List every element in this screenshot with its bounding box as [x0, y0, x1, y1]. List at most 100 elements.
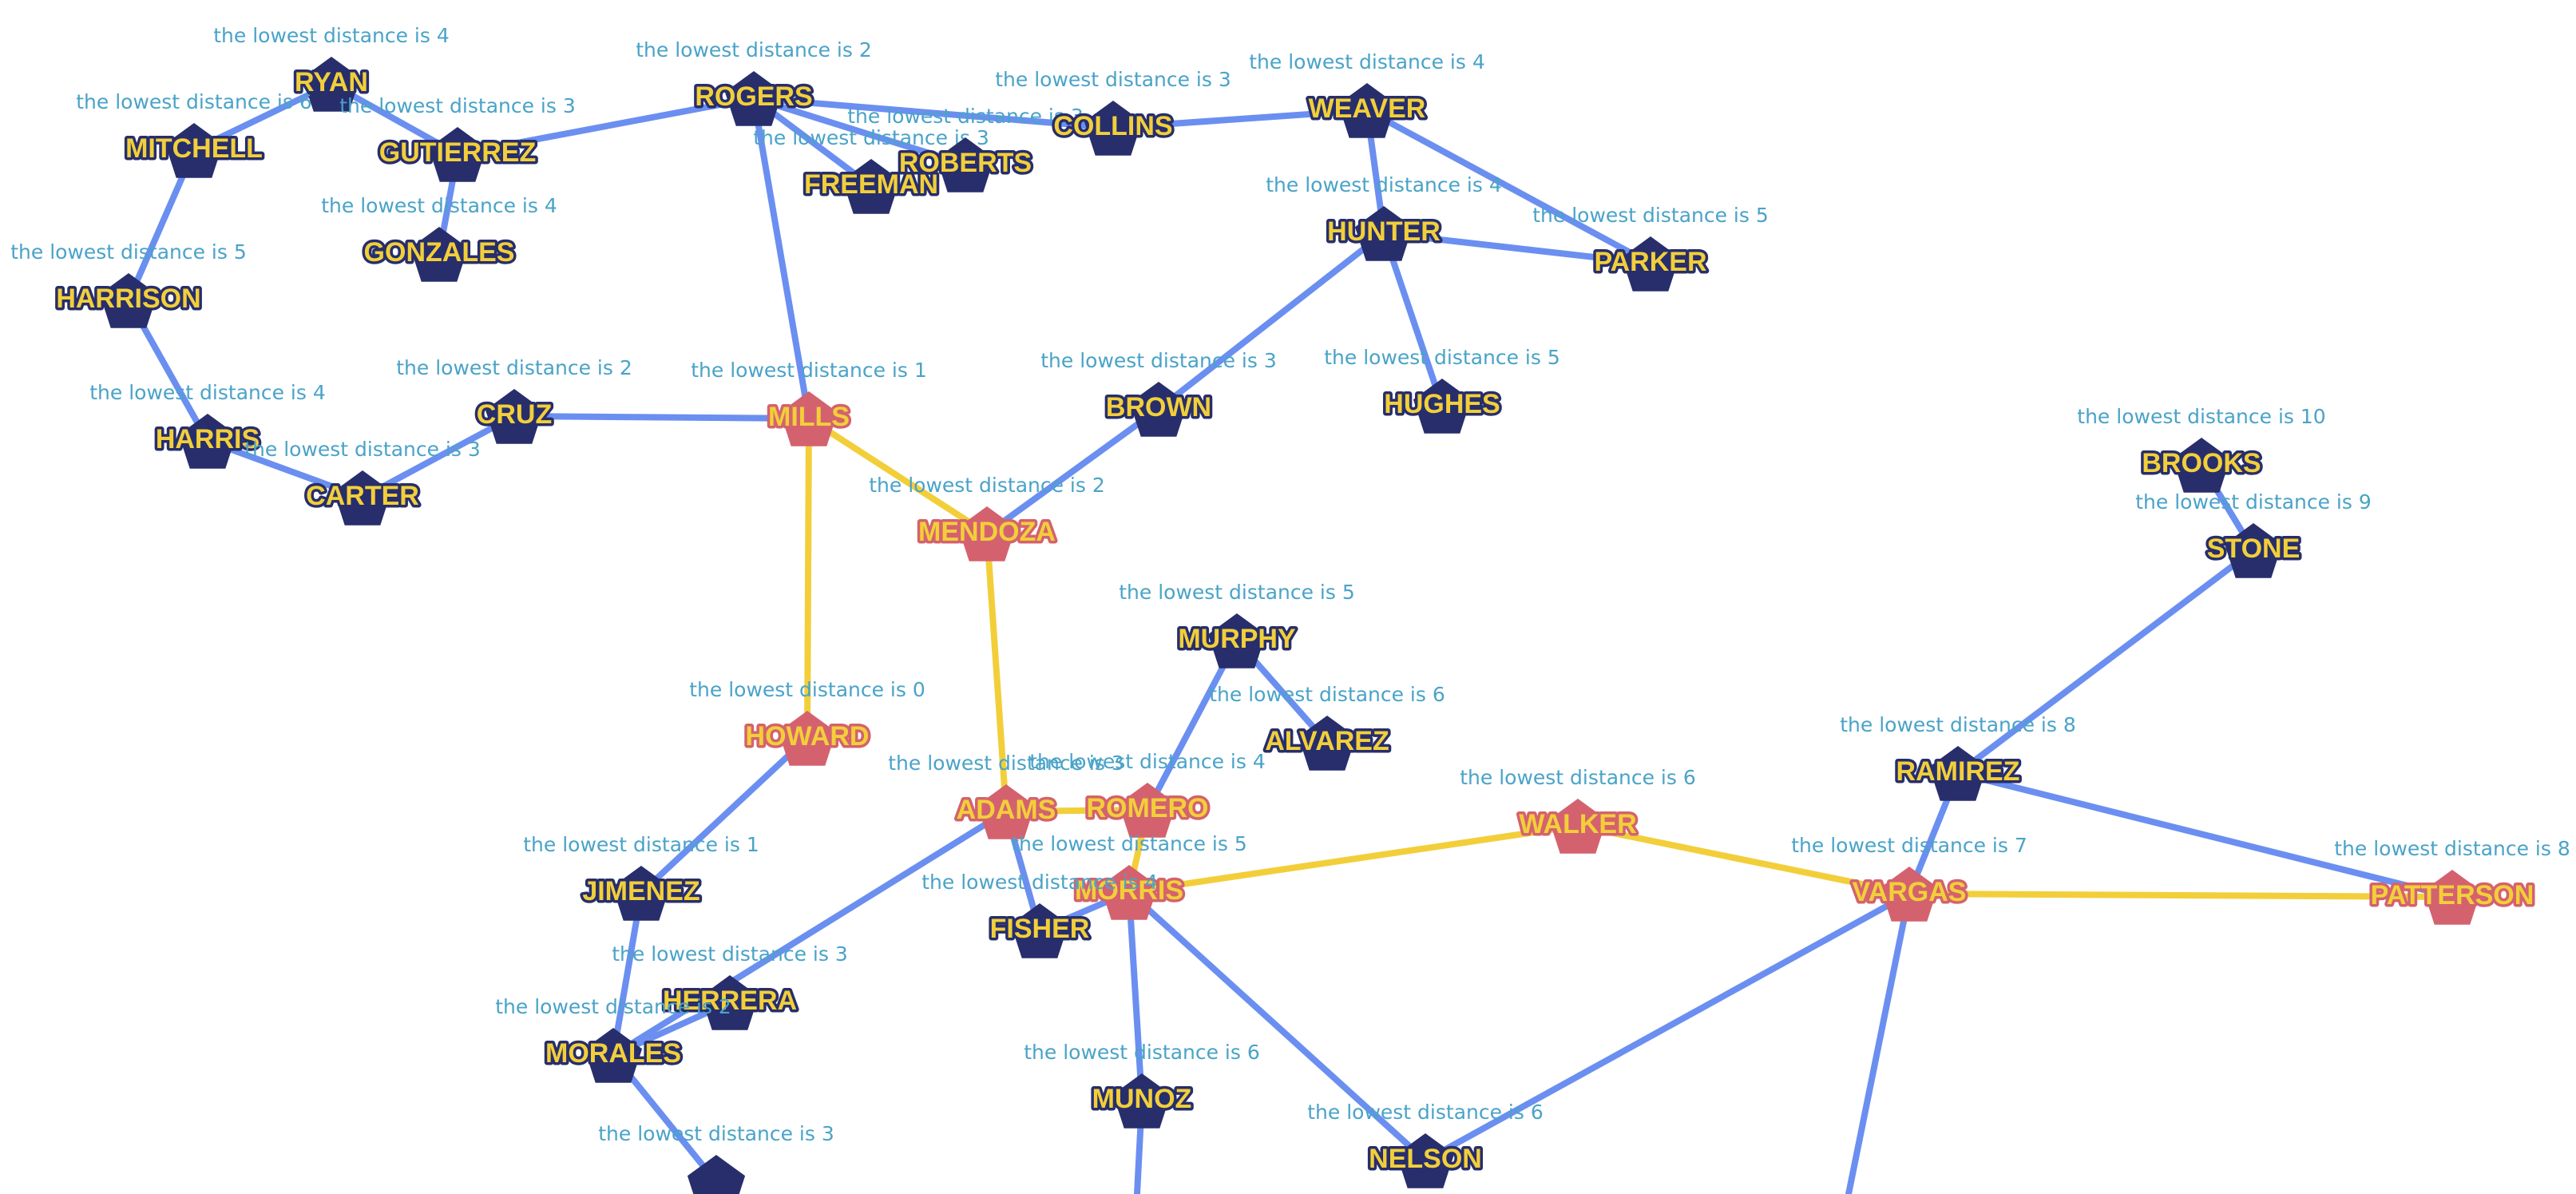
node-shape-gonzales [410, 227, 469, 282]
node-nelson[interactable]: the lowest distance is 6 NELSON [1307, 1101, 1544, 1188]
node-shape-parker [1621, 236, 1680, 292]
node-label-parker: PARKER [1594, 247, 1706, 277]
distance-label-cruz: the lowest distance is 2 [396, 356, 632, 379]
distance-label-vargas: the lowest distance is 7 [1791, 834, 2027, 857]
node-label-ryan: RYAN [295, 67, 368, 97]
edge-adams-morales [610, 808, 1009, 1058]
node-label-hughes: HUGHES [1384, 389, 1500, 419]
node-shape-walker [1548, 799, 1607, 854]
node-harris[interactable]: the lowest distance is 4 HARRIS [89, 381, 326, 469]
distance-label-gonzales: the lowest distance is 4 [321, 194, 557, 217]
distance-label-patterson: the lowest distance is 8 [2334, 837, 2570, 860]
node-carter[interactable]: the lowest distance is 3 CARTER [244, 438, 481, 526]
node-shape-ramirez [1928, 746, 1987, 801]
edge-rogers-mills [751, 95, 812, 422]
node-shape-romero [1118, 783, 1177, 838]
node-label-hunter: HUNTER [1327, 216, 1441, 247]
node-label-patterson: PATTERSON [2371, 880, 2534, 910]
node-parker[interactable]: the lowest distance is 5 PARKER [1532, 204, 1769, 292]
node-label-freeman: FREEMAN [804, 169, 938, 200]
distance-label-alvarez: the lowest distance is 6 [1209, 683, 1445, 706]
node-shape-freeman [842, 159, 901, 214]
node-shape-mendoza [957, 506, 1017, 561]
edge-vargas-nelson [1422, 891, 1912, 1164]
distance-label-freeman: the lowest distance is 3 [753, 126, 989, 149]
edge-rogers-roberts [751, 95, 969, 168]
distance-label-harris: the lowest distance is 4 [89, 381, 326, 404]
distance-label-n-bottom: the lowest distance is 3 [598, 1122, 834, 1145]
edge-morris-walker [1126, 823, 1581, 895]
node-shape-herrera [700, 975, 759, 1030]
node-label-fisher: FISHER [990, 914, 1090, 944]
node-label-herrera: HERRERA [663, 986, 797, 1016]
node-label-nelson: NELSON [1369, 1144, 1482, 1174]
distance-label-jimenez: the lowest distance is 1 [523, 833, 759, 856]
edge-hunter-hughes [1381, 230, 1445, 409]
node-label-collins: COLLINS [1053, 111, 1172, 141]
edge-hunter-brown [1155, 230, 1387, 412]
node-label-mitchell: MITCHELL [125, 133, 263, 164]
node-shape-collins [1084, 101, 1143, 156]
node-label-carter: CARTER [306, 481, 419, 511]
node-label-morris: MORRIS [1075, 875, 1183, 906]
distance-label-carter: the lowest distance is 3 [244, 438, 481, 461]
node-n-bottom[interactable]: the lowest distance is 3 [598, 1122, 834, 1194]
node-label-walker: WALKER [1519, 809, 1636, 839]
node-label-romero: ROMERO [1087, 793, 1209, 823]
node-shape-harris [178, 414, 237, 469]
distance-label-harrison: the lowest distance is 5 [10, 240, 247, 264]
node-label-weaver: WEAVER [1309, 93, 1426, 124]
distance-label-nelson: the lowest distance is 6 [1307, 1101, 1544, 1124]
node-label-howard: HOWARD [746, 721, 870, 752]
node-freeman[interactable]: the lowest distance is 3 FREEMAN [753, 126, 989, 214]
node-label-harris: HARRIS [156, 424, 260, 454]
edge-morris-nelson [1126, 889, 1429, 1164]
distance-label-parker: the lowest distance is 5 [1532, 204, 1769, 227]
node-patterson[interactable]: the lowest distance is 8 PATTERSON [2334, 837, 2570, 925]
node-shape-hunter [1354, 206, 1413, 261]
node-shape-brown [1129, 382, 1188, 437]
distance-label-ramirez: the lowest distance is 8 [1840, 713, 2076, 736]
node-shape-harrison [99, 273, 158, 328]
node-shape-fisher [1010, 903, 1069, 958]
node-shape-hughes [1413, 379, 1472, 434]
node-shape-alvarez [1298, 716, 1357, 771]
node-label-stone: STONE [2207, 534, 2301, 564]
node-shape-nelson [1396, 1133, 1455, 1188]
edge-vargas-offscreen [1845, 891, 1912, 1194]
node-shape-roberts [936, 137, 995, 192]
node-shape-munoz [1112, 1073, 1171, 1129]
